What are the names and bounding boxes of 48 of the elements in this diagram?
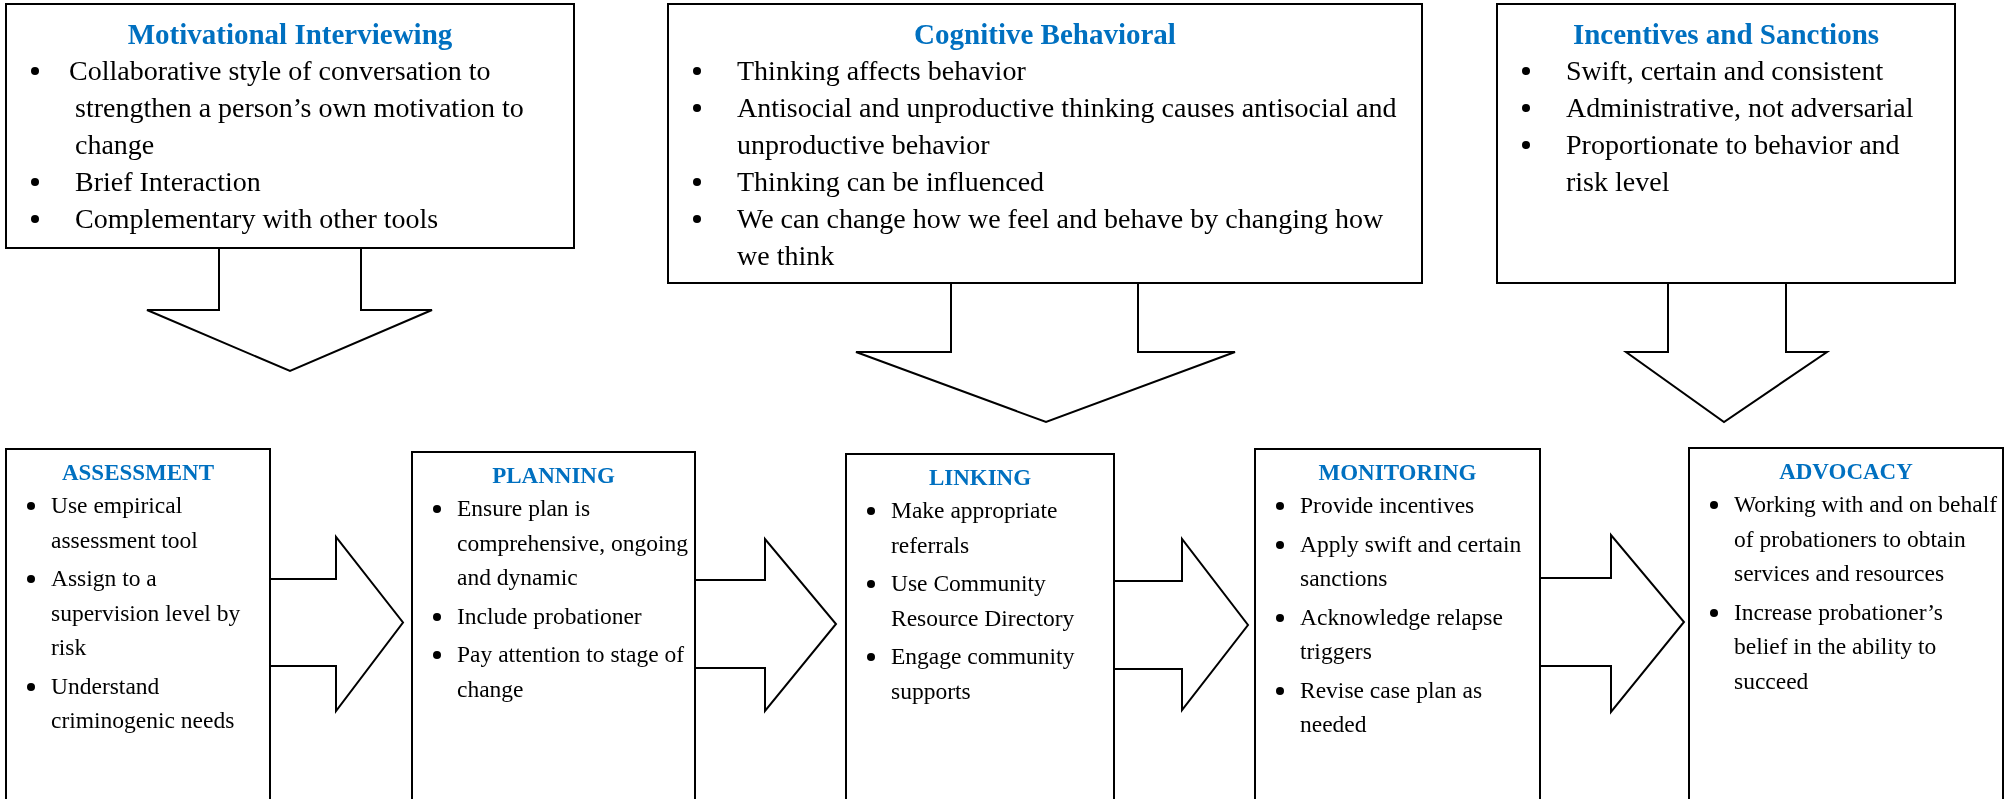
bullet-item: Make appropriate referrals [847,493,1113,562]
box-heading: Cognitive Behavioral [913,17,1177,52]
block-arrow [1622,282,1831,424]
box-heading: Incentives and Sanctions [1571,17,1881,52]
bullet-item: Provide incentives [1256,488,1539,523]
bullet-item: Use empirical assessment tool [7,488,269,557]
stage-box [1688,447,2004,799]
box-heading: PLANNING [491,462,616,490]
block-arrow [269,534,405,714]
bullet-item: Working with and on behalf of probationers to obtain services and resources [1690,487,2002,591]
bullet-item: Thinking can be influenced [669,163,1421,200]
block-arrow [1539,532,1686,715]
bullet-item: Engage community supports [847,639,1113,708]
stage-box [845,453,1115,799]
bullet-item: Pay attention to stage of change [413,637,694,706]
bullet-item: Increase probationer’s belief in the ability to succeed [1690,594,2002,698]
bullet-item: Administrative, not adversarial [1498,89,1954,126]
box-heading: MONITORING [1317,459,1478,487]
bullet-item: Apply swift and certain sanctions [1256,526,1539,596]
bullet-item: Acknowledge relapse triggers [1256,599,1539,669]
stage-box [5,448,271,799]
block-arrow [1113,536,1250,713]
bullet-item: We can change how we feel and behave by changing how we think [669,200,1421,274]
bullet-item: Revise case plan as needed [1256,672,1539,742]
bullet-item: Assign to a supervision level by risk [7,561,269,665]
box-heading: Motivational Interviewing [126,17,454,52]
bullet-item: Collaborative style of conversation to strengthen a person’s own motivation to change [7,52,573,163]
bullet-item: Swift, certain and consistent [1498,52,1954,89]
stage-box [411,451,696,799]
bullet-item: Ensure plan is comprehensive, ongoing and dynamic [413,491,694,595]
bullet-item: Thinking affects behavior [669,52,1421,89]
bullet-item: Understand criminogenic needs [7,668,269,738]
bullet-item: Antisocial and unproductive thinking causes antisocial and unproductive behavior [669,89,1421,163]
block-arrow [694,536,838,714]
box-heading: ADVOCACY [1778,458,1914,486]
approach-box [1496,3,1956,284]
bullet-item: Complementary with other tools [7,200,573,237]
stage-box [1254,448,1541,799]
bullet-item: Use Community Resource Directory [847,566,1113,635]
bullet-item: Proportionate to behavior and risk level [1498,126,1954,200]
box-heading: LINKING [927,464,1033,492]
bullet-item: Brief Interaction [7,163,573,200]
block-arrow [855,282,1236,424]
approach-box [667,3,1423,284]
bullet-item: Include probationer [413,598,694,633]
block-arrow [146,247,433,373]
approach-box [5,3,575,249]
box-heading: ASSESSMENT [60,459,216,487]
